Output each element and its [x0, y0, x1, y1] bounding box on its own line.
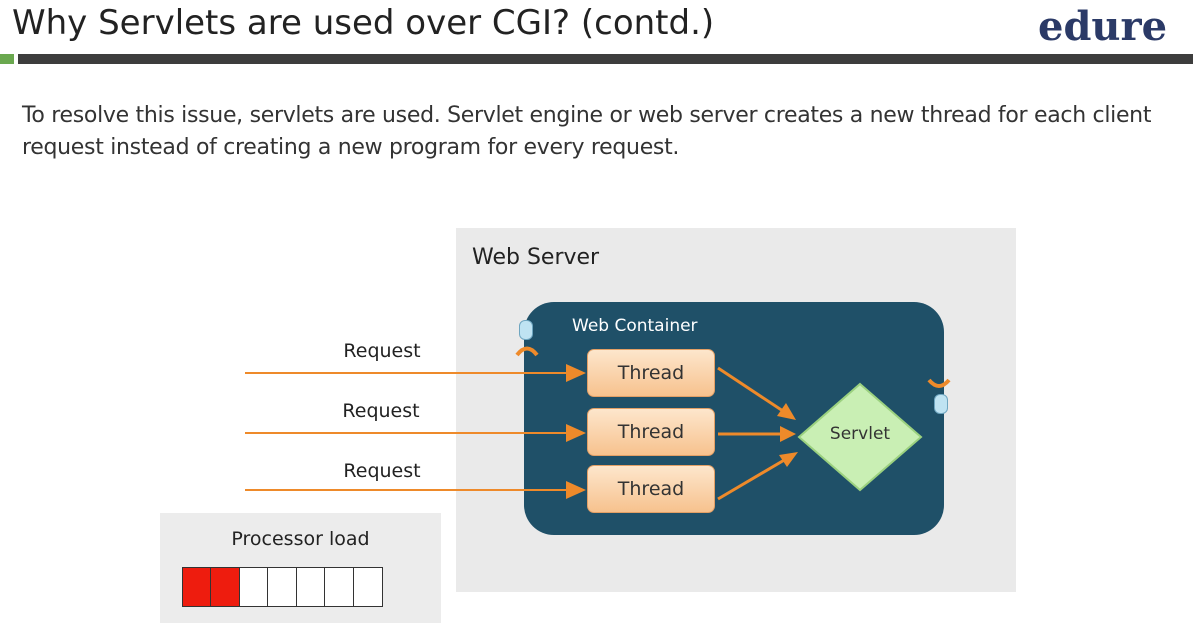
thread-arrow-head	[780, 426, 796, 442]
web-container-label: Web Container	[572, 316, 698, 336]
slide-title: Why Servlets are used over CGI? (contd.)	[12, 3, 715, 43]
thread-arrow	[717, 366, 787, 415]
request-label: Request	[343, 460, 421, 482]
port-hook-right	[927, 378, 951, 388]
request-label: Request	[342, 400, 420, 422]
load-cell-empty	[295, 567, 326, 607]
servlet-label: Servlet	[829, 424, 891, 444]
load-cell-empty	[267, 567, 297, 607]
processor-load-label: Processor load	[231, 528, 370, 550]
load-cell-empty	[238, 567, 269, 607]
load-cell-filled	[181, 567, 212, 607]
load-cell-empty	[324, 567, 354, 607]
thread-arrow-head	[779, 452, 798, 467]
thread-arrow	[717, 457, 787, 501]
title-rule	[18, 54, 1193, 64]
servlet-diamond	[797, 382, 923, 492]
load-cell-filled	[210, 567, 240, 607]
web-server-label: Web Server	[472, 245, 600, 270]
container-port-left	[519, 320, 533, 340]
thread-box: Thread	[587, 465, 715, 513]
request-arrow-head	[566, 424, 586, 442]
request-arrow-head	[566, 481, 586, 499]
request-arrow-head	[566, 364, 586, 382]
thread-box: Thread	[587, 408, 715, 456]
load-cell-empty	[352, 567, 383, 607]
request-label: Request	[343, 340, 421, 362]
thread-arrow-head	[777, 403, 796, 420]
thread-box: Thread	[587, 349, 715, 397]
brand-logo: edure	[1038, 3, 1168, 50]
container-port-right	[934, 394, 948, 414]
intro-text: To resolve this issue, servlets are used…	[22, 103, 1152, 160]
title-rule-accent	[0, 54, 14, 64]
port-hook-left	[515, 346, 539, 357]
processor-load-meter	[181, 567, 383, 607]
